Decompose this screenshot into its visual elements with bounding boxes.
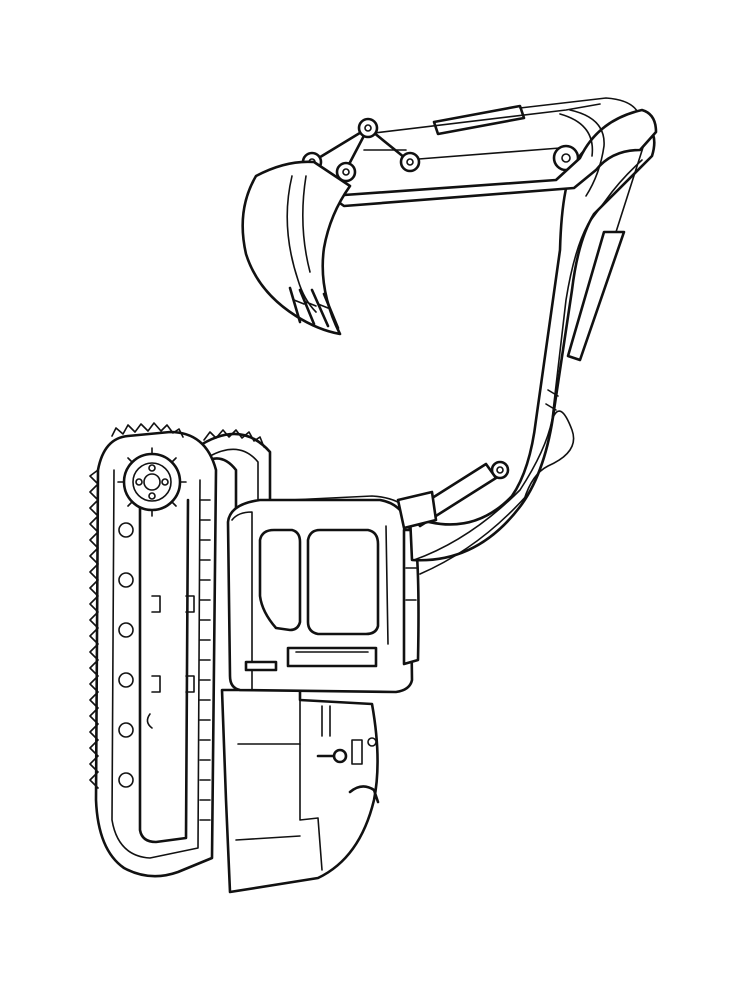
hydraulic-hoses [413, 109, 643, 575]
sprocket-wheel [117, 447, 187, 517]
bucket [241, 160, 352, 336]
counterweight [220, 688, 380, 894]
track-left [89, 422, 218, 878]
bucket-linkage [301, 117, 421, 183]
hydraulic-cylinders [396, 97, 647, 530]
stick [328, 103, 658, 208]
cab [226, 495, 420, 694]
track-right [194, 429, 272, 522]
